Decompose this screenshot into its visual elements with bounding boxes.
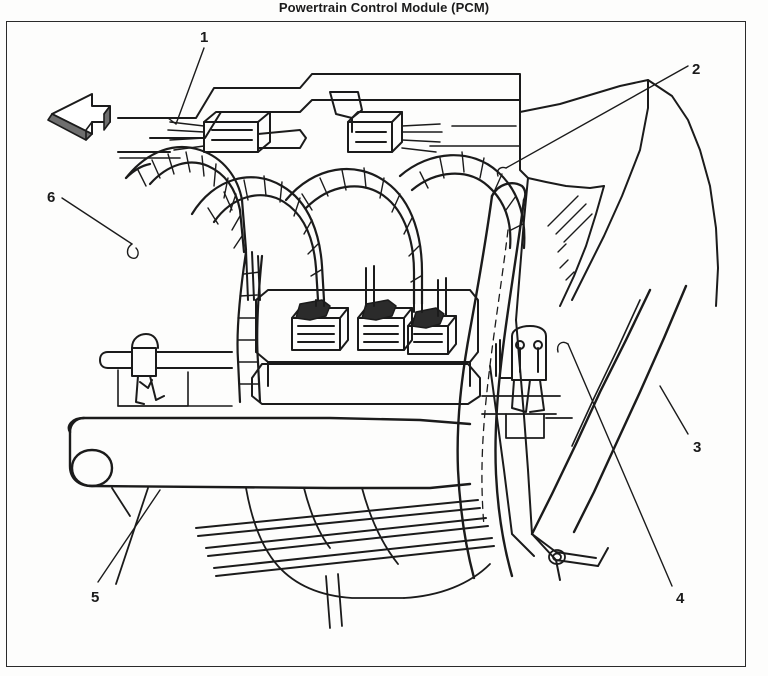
callout-1: 1 xyxy=(200,29,209,46)
callout-3: 3 xyxy=(693,439,702,456)
page-title: Powertrain Control Module (PCM) xyxy=(278,0,490,15)
diagram-frame xyxy=(6,21,746,667)
callout-2: 2 xyxy=(692,61,701,78)
callout-6: 6 xyxy=(47,189,56,206)
callout-4: 4 xyxy=(676,590,685,607)
callout-5: 5 xyxy=(91,589,100,606)
